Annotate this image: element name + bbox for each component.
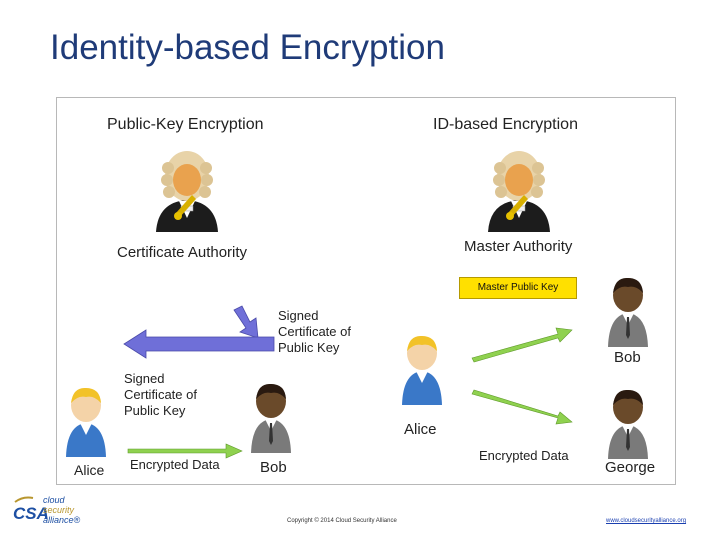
encrypted-data-right-label: Encrypted Data	[479, 448, 569, 463]
blue-arrow-left-icon	[123, 329, 275, 359]
encrypted-data-left-label: Encrypted Data	[130, 457, 220, 472]
signed-certificate-text-1: Signed Certificate of Public Key	[278, 308, 351, 355]
blue-arrow-down-icon	[233, 305, 259, 339]
green-arrow-to-george-icon	[471, 389, 573, 425]
green-arrow-to-bob-icon	[471, 327, 573, 363]
certificate-authority-judge-icon	[156, 151, 218, 232]
bob-left-label: Bob	[260, 459, 287, 476]
diagram-panel	[56, 97, 676, 485]
alice-right-person-icon	[402, 335, 442, 405]
alice-left-person-icon	[66, 387, 106, 457]
bob-right-person-icon	[608, 277, 648, 347]
bob-left-person-icon	[251, 383, 291, 453]
alice-left-label: Alice	[74, 462, 105, 478]
copyright-text: Copyright © 2014 Cloud Security Alliance	[287, 518, 397, 524]
george-label: George	[605, 459, 656, 476]
website-link[interactable]: www.cloudsecurityalliance.org	[606, 518, 687, 524]
bob-right-label: Bob	[614, 349, 641, 366]
master-public-key-box: Master Public Key	[459, 277, 577, 299]
page-title: Identity-based Encryption	[50, 28, 445, 67]
george-person-icon	[608, 389, 648, 459]
csa-logo-mark-icon	[14, 496, 34, 503]
master-authority-label: Master Authority	[464, 238, 573, 255]
certificate-authority-label: Certificate Authority	[117, 244, 248, 261]
master-authority-judge-icon	[488, 151, 550, 232]
logo-words: cloud security alliance®	[43, 495, 81, 525]
alice-right-label: Alice	[404, 421, 437, 438]
csa-logo: CSA cloud security alliance®	[13, 494, 123, 530]
id-based-heading: ID-based Encryption	[433, 116, 578, 133]
green-arrow-right-icon	[127, 443, 243, 459]
logo-abbr: CSA	[13, 504, 49, 523]
signed-certificate-text-2: Signed Certificate of Public Key	[124, 371, 197, 418]
public-key-heading: Public-Key Encryption	[107, 116, 264, 133]
